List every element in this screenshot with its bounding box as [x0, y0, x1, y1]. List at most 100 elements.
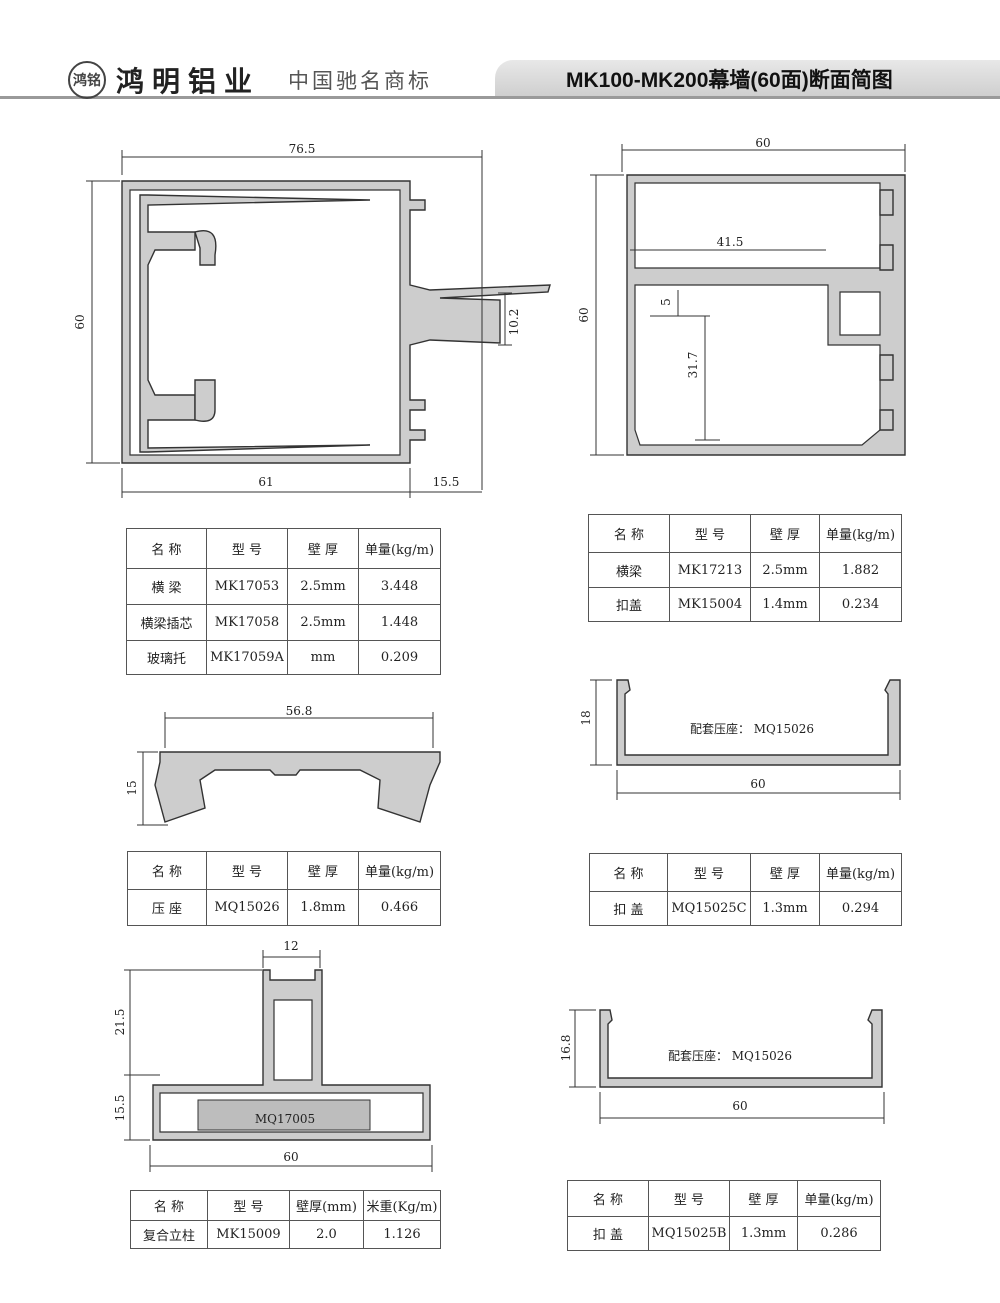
header-thickness: 壁 厚 — [729, 1180, 798, 1217]
dimension-width: 76.5 — [289, 142, 316, 156]
cell: 复合立柱 — [130, 1220, 208, 1249]
cell: MK17059A — [206, 640, 288, 675]
header-name: 名 称 — [589, 853, 668, 892]
cell: 横 梁 — [126, 568, 207, 605]
cell: 1.8mm — [287, 889, 359, 926]
header-name: 名 称 — [567, 1180, 649, 1217]
cell: 0.286 — [797, 1216, 881, 1251]
dimension-width: 60 — [732, 1099, 747, 1113]
page-title: MK100-MK200幕墙(60面)断面简图 — [566, 69, 893, 92]
dimension-upper-height: 21.5 — [113, 1009, 127, 1036]
dimension-bottom-b: 15.5 — [433, 475, 460, 489]
cell: 1.4mm — [750, 587, 820, 622]
dimension-small: 5 — [659, 298, 673, 306]
cell: 玻璃托 — [126, 640, 207, 675]
cell: 1.448 — [358, 604, 441, 641]
table-header: 名 称 型 号 壁 厚 单量(kg/m) — [588, 514, 902, 553]
drawing-cover-mq15025b: 16.8 60 配套压座： MQ15026 — [559, 1009, 885, 1124]
cell: 横梁 — [588, 552, 670, 588]
cell: 0.466 — [358, 889, 441, 926]
header-name: 名 称 — [126, 528, 207, 569]
dimension-top-width: 12 — [283, 939, 298, 953]
insert-label: MQ17005 — [255, 1112, 315, 1126]
profile-cover-c — [616, 679, 901, 766]
clip-top — [194, 230, 217, 266]
cell: 0.234 — [819, 587, 902, 622]
drawing-pressure-seat-mq15026: 56.8 15 — [125, 704, 441, 826]
dimension-width: 60 — [750, 777, 765, 791]
header-model: 型 号 — [206, 851, 288, 890]
header-name: 名 称 — [127, 851, 207, 890]
cell: MK17213 — [669, 552, 751, 588]
table-header: 名 称 型 号 壁 厚 单量(kg/m) — [589, 853, 902, 892]
header-model: 型 号 — [207, 1190, 290, 1221]
cell: 1.882 — [819, 552, 902, 588]
header-thickness: 壁 厚 — [287, 851, 359, 890]
cell: MK17058 — [206, 604, 288, 641]
header-divider — [0, 96, 1000, 99]
table-header: 名 称 型 号 壁 厚 单量(kg/m) — [127, 851, 441, 890]
brand: 鸿铭 鸿明铝业 中国驰名商标 — [68, 60, 432, 100]
dimension-width: 60 — [755, 136, 770, 150]
cell: 压 座 — [127, 889, 207, 926]
dimension-height: 15 — [125, 780, 139, 795]
cell: MK15004 — [669, 587, 751, 622]
dimension-height: 16.8 — [559, 1035, 573, 1062]
header-name: 名 称 — [130, 1190, 208, 1221]
matching-seat-label: 配套压座： MQ15026 — [668, 1048, 792, 1063]
cell: 2.5mm — [287, 568, 359, 605]
slogan: 中国驰名商标 — [288, 69, 433, 93]
cell: 1.3mm — [750, 891, 820, 926]
dimension-lower-height: 15.5 — [113, 1095, 127, 1122]
cell: MQ15026 — [206, 889, 288, 926]
header-thickness: 壁厚(mm) — [289, 1190, 364, 1221]
cell: 扣盖 — [588, 587, 670, 622]
header-model: 型 号 — [669, 514, 751, 553]
dimension-gap: 10.2 — [507, 309, 521, 336]
cell: 0.209 — [358, 640, 441, 675]
cell: MQ15025C — [667, 891, 751, 926]
profile-cover-b — [599, 1009, 883, 1088]
drawing-crossbeam-mk17053: 76.5 60 61 15.5 10.2 — [73, 142, 551, 498]
cell: mm — [287, 640, 359, 675]
header-weight: 单量(kg/m) — [358, 528, 441, 569]
cell: 3.448 — [358, 568, 441, 605]
header-model: 型 号 — [667, 853, 751, 892]
header-thickness: 壁 厚 — [750, 514, 820, 553]
header-weight: 单量(kg/m) — [819, 514, 902, 553]
header-weight: 单量(kg/m) — [819, 853, 902, 892]
dimension-inner-width: 41.5 — [717, 235, 744, 249]
cell: 0.294 — [819, 891, 902, 926]
dimension-height: 18 — [579, 710, 593, 725]
table-header: 名 称 型 号 壁 厚 单量(kg/m) — [126, 528, 441, 569]
header-thickness: 壁 厚 — [287, 528, 359, 569]
profile-inner-insert — [139, 194, 371, 453]
table-header: 名 称 型 号 壁 厚 单量(kg/m) — [567, 1180, 881, 1217]
insert-block — [197, 1099, 371, 1131]
dimension-bottom-a: 61 — [258, 475, 273, 489]
matching-seat-label: 配套压座： MQ15026 — [690, 721, 814, 736]
logo-text: 鸿铭 — [73, 73, 101, 89]
company-logo: 鸿铭 — [68, 61, 106, 99]
cell: 1.3mm — [729, 1216, 798, 1251]
dimension-height: 60 — [73, 314, 87, 329]
title-tab-background — [495, 60, 1000, 96]
header-name: 名 称 — [588, 514, 670, 553]
header-thickness: 壁 厚 — [750, 853, 820, 892]
header-weight: 单量(kg/m) — [358, 851, 441, 890]
cell: MK17053 — [206, 568, 288, 605]
dimension-width: 60 — [283, 1150, 298, 1164]
